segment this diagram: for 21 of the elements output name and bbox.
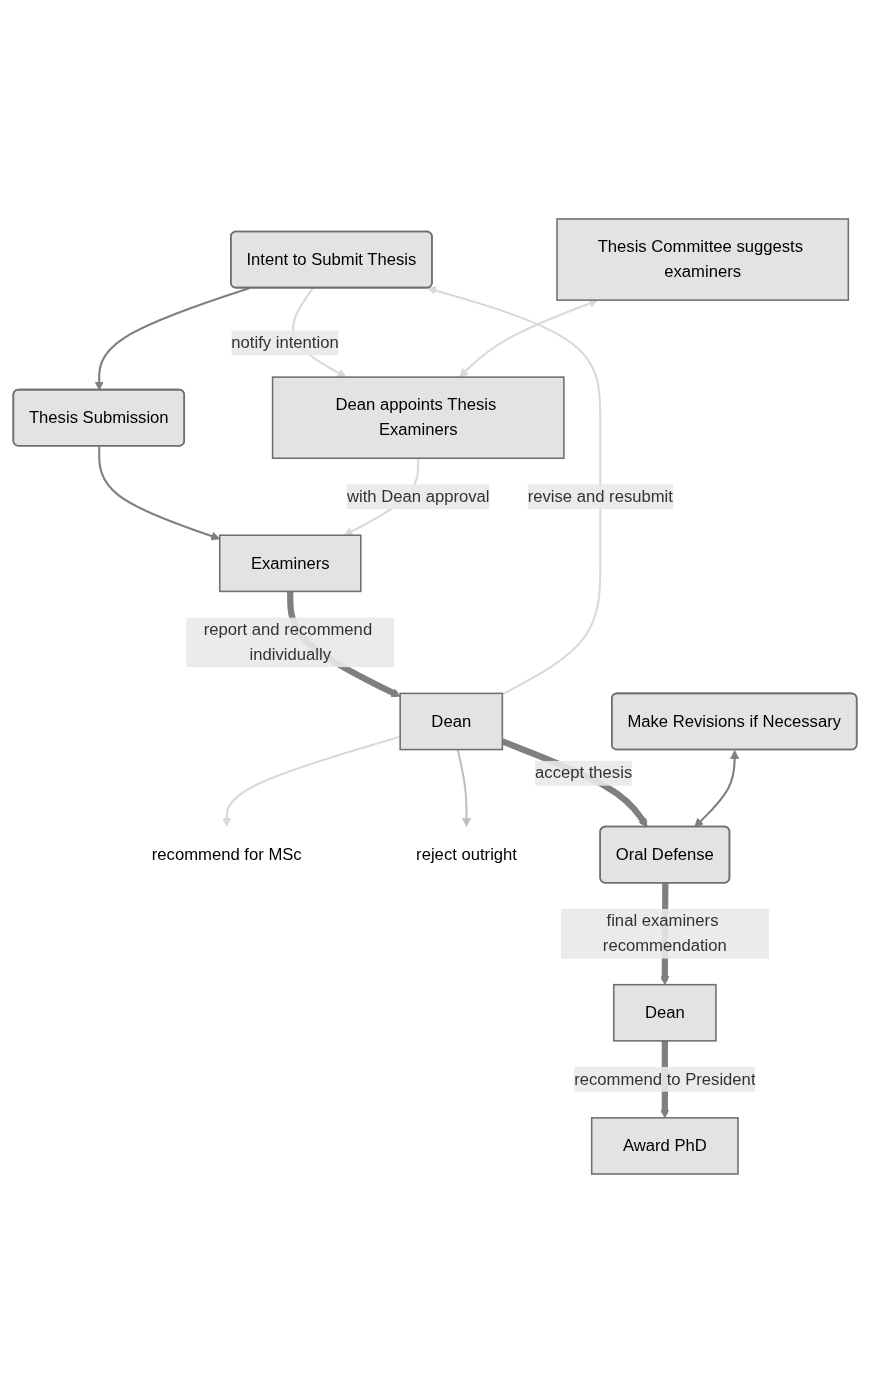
edge-label: with Dean approval xyxy=(346,487,490,506)
node-box: Dean appoints Thesis Examiners xyxy=(271,376,565,460)
edge-label: final examiners recommendation xyxy=(602,911,727,955)
node-box: Dean xyxy=(399,692,504,751)
edge-label: recommend to President xyxy=(574,1069,756,1088)
node-text: reject outright xyxy=(416,845,517,863)
arrow xyxy=(456,749,472,827)
arrow xyxy=(94,287,250,391)
node-box: Award PhD xyxy=(590,1117,739,1175)
node-box: Dean xyxy=(612,983,717,1042)
edge-label: report and recommend individually xyxy=(203,620,373,664)
edge-label: notify intention xyxy=(231,333,339,352)
node-box: Thesis Committee suggests examiners xyxy=(556,218,850,301)
node-box: Examiners xyxy=(218,534,362,593)
arrow xyxy=(427,286,602,696)
arrow xyxy=(694,750,740,828)
edge-label: accept thesis xyxy=(535,763,633,782)
arrow xyxy=(459,299,599,378)
edge-label: revise and resubmit xyxy=(527,487,673,506)
arrow xyxy=(222,735,401,827)
node-text: recommend for MSc xyxy=(151,845,302,863)
